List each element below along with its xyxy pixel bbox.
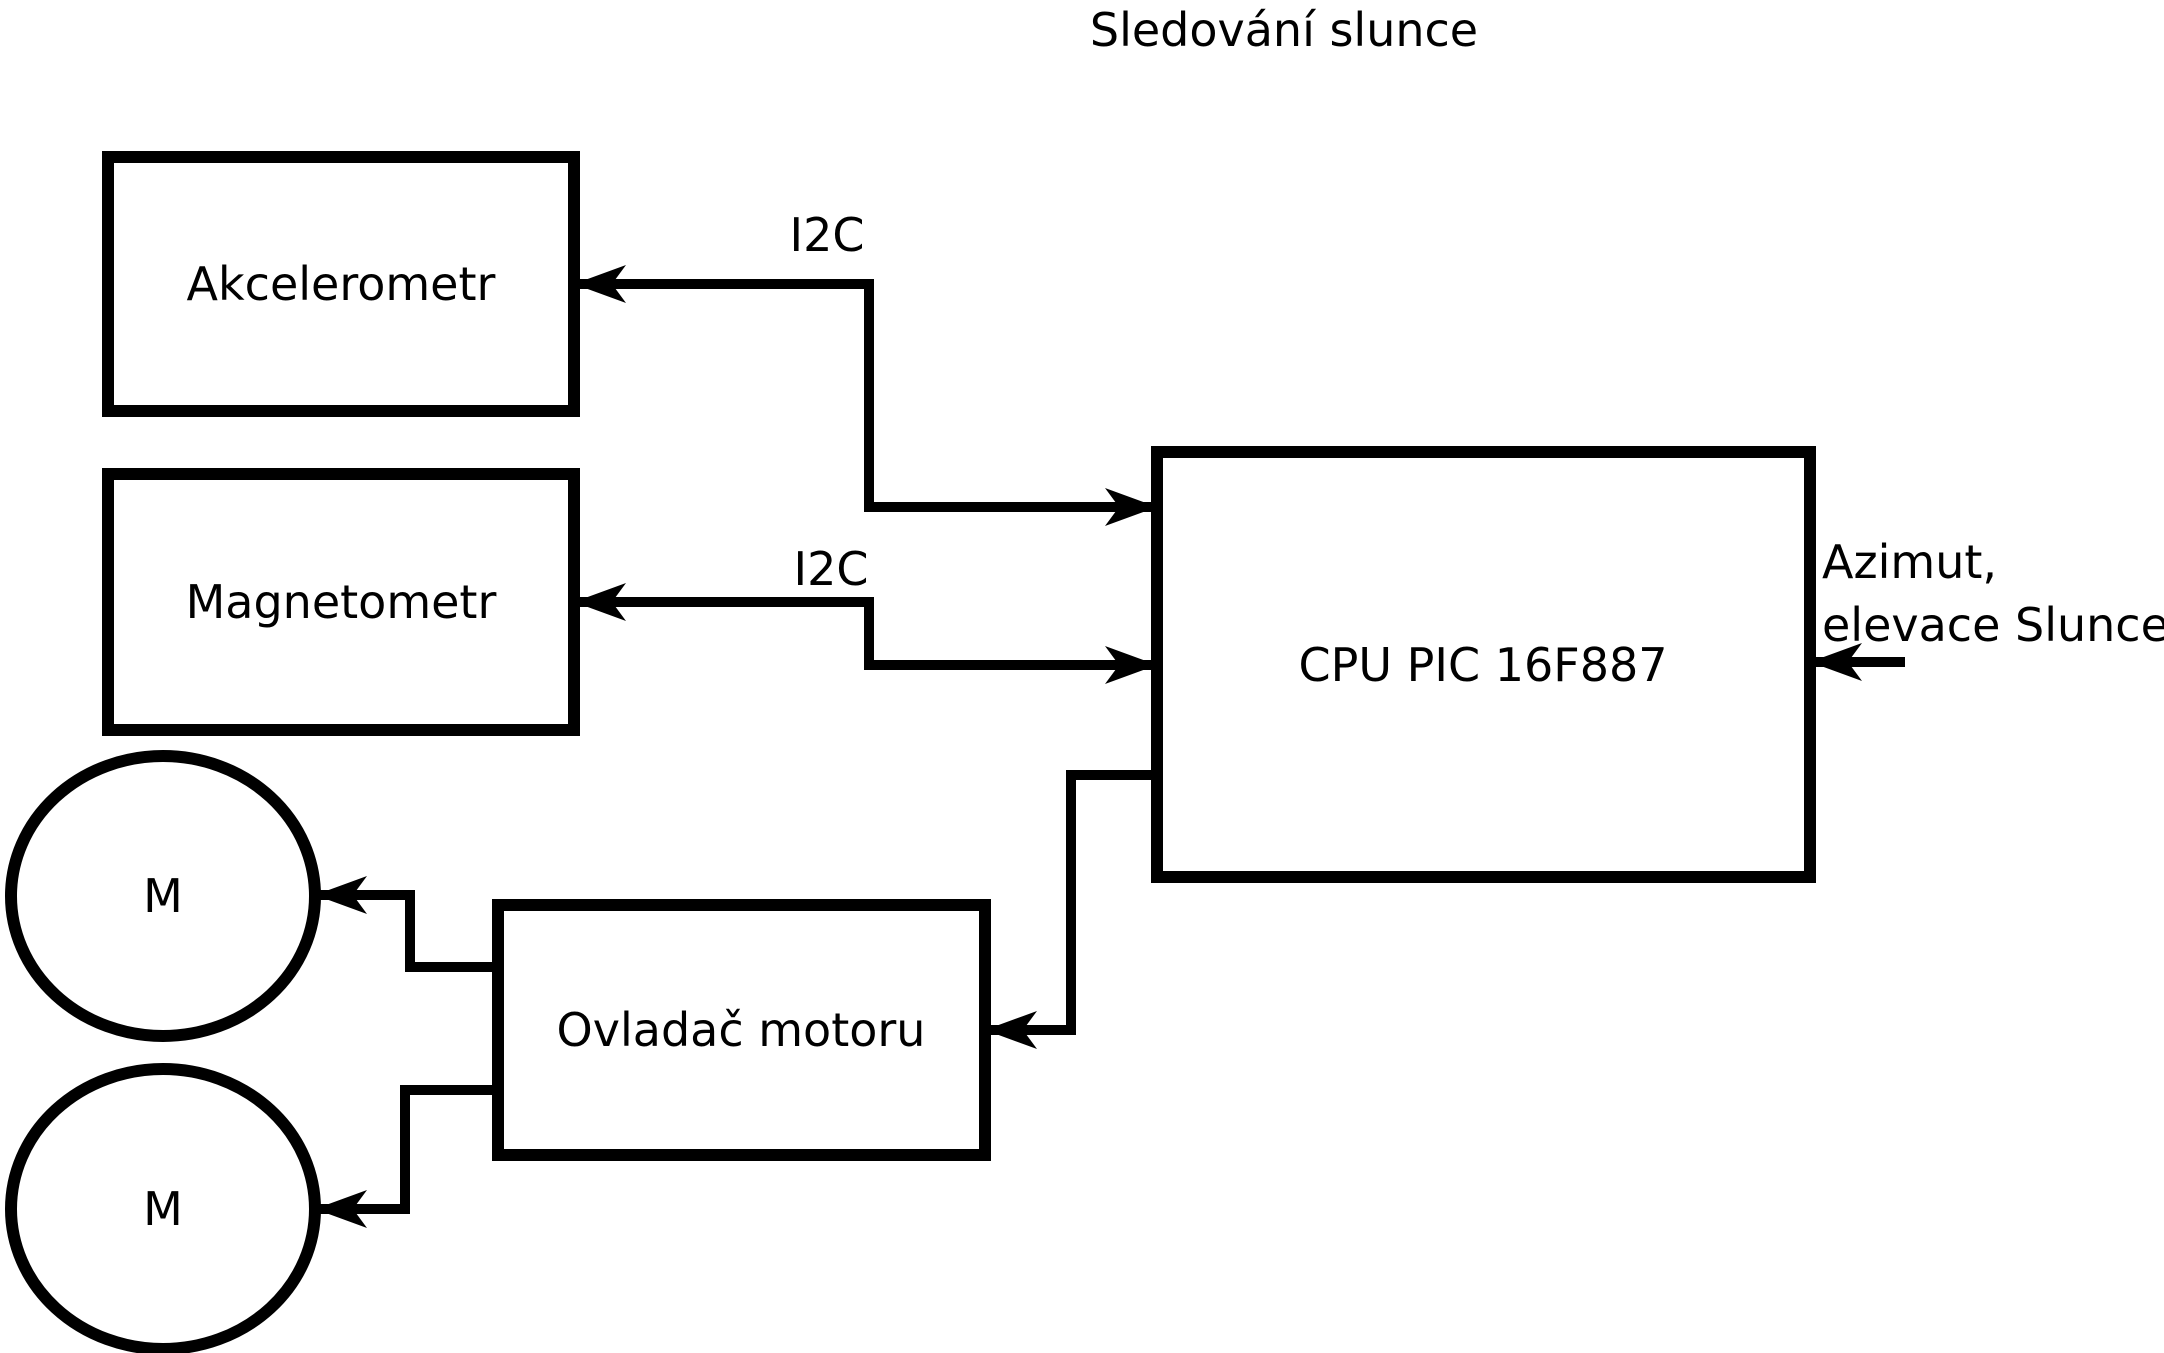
node-akcelerometr-label: Akcelerometr <box>187 257 496 311</box>
edge-cpu-akcelerometr <box>574 279 1157 512</box>
node-cpu: CPU PIC 16F887 <box>1151 446 1816 883</box>
node-magnetometr-box <box>102 468 580 736</box>
edge-ovladac-motor-2 <box>315 1085 498 1214</box>
edge-label-i2c-akcelerometr: I2C <box>790 208 865 262</box>
annotation-azimut-line1: Azimut, <box>1822 535 1997 589</box>
diagram-title: Sledování slunce <box>1090 3 1478 57</box>
arrowhead-into-motor-2 <box>315 1190 367 1228</box>
node-ovladac-motoru: Ovladač motoru <box>492 899 991 1161</box>
node-motor-2-label: M <box>143 1182 183 1236</box>
edge-cpu-ovladac <box>985 770 1157 1035</box>
edge-cpu-magnetometr <box>574 597 1157 670</box>
arrowhead-into-cpu-right <box>1810 643 1862 681</box>
arrowhead-into-motor-1 <box>315 876 367 914</box>
arrowhead-into-akcelerometr <box>574 265 626 303</box>
edge-label-i2c-magnetometr: I2C <box>794 542 869 596</box>
edge-group: I2C I2C <box>315 208 1905 1228</box>
node-ovladac-motoru-label: Ovladač motoru <box>557 1003 926 1057</box>
node-magnetometr-label: Magnetometr <box>186 575 497 629</box>
arrowhead-into-ovladac <box>985 1011 1037 1049</box>
node-motor-2: M <box>5 1063 321 1353</box>
edge-ovladac-motor-1 <box>315 890 498 972</box>
node-magnetometr: Magnetometr <box>102 468 580 736</box>
node-ovladac-motoru-box <box>492 899 991 1161</box>
node-motor-1-circle <box>5 750 321 1042</box>
arrowhead-into-cpu-middle <box>1105 646 1157 684</box>
node-akcelerometr-box <box>102 151 580 417</box>
arrowhead-into-magnetometr <box>574 583 626 621</box>
node-akcelerometr: Akcelerometr <box>102 151 580 417</box>
annotation-azimut: Azimut, elevace Slunce <box>1822 535 2164 652</box>
node-motor-1-label: M <box>143 869 183 923</box>
node-motor-2-circle <box>5 1063 321 1353</box>
node-cpu-box <box>1151 446 1816 883</box>
arrowhead-into-cpu-top <box>1105 488 1157 526</box>
node-cpu-label: CPU PIC 16F887 <box>1299 638 1668 692</box>
annotation-azimut-line2: elevace Slunce <box>1822 598 2164 652</box>
node-motor-1: M <box>5 750 321 1042</box>
